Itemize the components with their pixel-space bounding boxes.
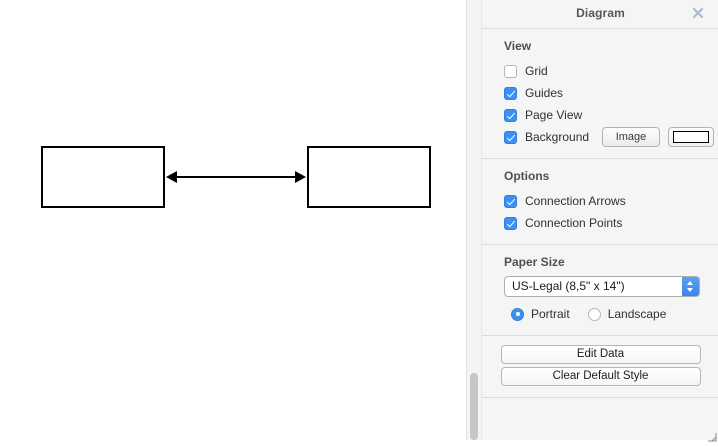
panel-scrollbar-thumb[interactable] xyxy=(470,373,478,440)
chevron-down-icon xyxy=(687,288,693,292)
label-page-view: Page View xyxy=(525,108,583,122)
shape-rectangle-left[interactable] xyxy=(41,146,165,208)
section-paper-size: Paper Size US-Legal (8,5" x 14") Portrai… xyxy=(482,245,718,336)
label-guides: Guides xyxy=(525,86,564,100)
section-paper-size-title: Paper Size xyxy=(504,255,565,269)
format-panel-body: Diagram View Grid Guides xyxy=(481,0,718,442)
checkbox-page-view[interactable] xyxy=(504,108,517,122)
checkbox-connection-points[interactable] xyxy=(504,216,517,230)
orientation-radio-group: Portrait Landscape xyxy=(511,303,718,325)
label-landscape: Landscape xyxy=(607,307,667,321)
label-portrait: Portrait xyxy=(531,307,570,321)
close-icon[interactable] xyxy=(691,6,705,20)
connector-line xyxy=(176,176,296,178)
panel-scrollbar-track[interactable] xyxy=(470,0,479,440)
paper-size-select[interactable] xyxy=(504,276,700,297)
section-options-title: Options xyxy=(504,169,550,183)
section-options: Options Connection Arrows Connection Poi… xyxy=(482,159,718,245)
panel-header: Diagram xyxy=(482,0,718,29)
checkbox-background[interactable] xyxy=(504,130,517,144)
label-connection-points: Connection Points xyxy=(525,216,623,230)
row-background[interactable]: Background Image xyxy=(504,126,718,148)
paper-size-select-wrap: US-Legal (8,5" x 14") xyxy=(504,276,700,297)
radio-landscape[interactable] xyxy=(587,307,601,321)
checkbox-grid[interactable] xyxy=(504,64,517,78)
resize-grip-icon[interactable] xyxy=(707,429,717,442)
checkbox-connection-arrows[interactable] xyxy=(504,194,517,208)
double-arrow-connector[interactable] xyxy=(166,171,306,184)
shape-rectangle-right[interactable] xyxy=(307,146,431,208)
background-color-swatch-button[interactable] xyxy=(668,127,714,147)
section-view-title: View xyxy=(504,39,532,53)
radio-portrait[interactable] xyxy=(511,307,524,321)
checkbox-guides[interactable] xyxy=(504,86,517,100)
paper-size-stepper-icon[interactable] xyxy=(682,277,699,296)
connector-arrowhead-start xyxy=(166,171,177,183)
section-actions: Edit Data Clear Default Style xyxy=(482,336,718,398)
label-connection-arrows: Connection Arrows xyxy=(525,194,626,208)
edit-data-button[interactable]: Edit Data xyxy=(500,345,701,364)
clear-default-style-button[interactable]: Clear Default Style xyxy=(500,367,701,386)
row-guides[interactable]: Guides xyxy=(504,82,718,104)
row-connection-arrows[interactable]: Connection Arrows xyxy=(504,190,718,212)
paper-size-select-value: US-Legal (8,5" x 14") xyxy=(512,279,625,293)
background-image-button[interactable]: Image xyxy=(602,127,660,147)
row-page-view[interactable]: Page View xyxy=(504,104,718,126)
chevron-up-icon xyxy=(687,281,693,285)
label-grid: Grid xyxy=(525,64,548,78)
row-connection-points[interactable]: Connection Points xyxy=(504,212,718,234)
diagram-canvas[interactable] xyxy=(0,0,466,440)
connector-arrowhead-end xyxy=(295,171,306,183)
row-grid[interactable]: Grid xyxy=(504,60,718,82)
background-color-swatch xyxy=(673,131,709,143)
format-panel: Diagram View Grid Guides xyxy=(466,0,718,442)
label-background: Background xyxy=(525,130,590,144)
section-view: View Grid Guides Page View Background I xyxy=(482,29,718,159)
panel-title: Diagram xyxy=(576,6,625,20)
